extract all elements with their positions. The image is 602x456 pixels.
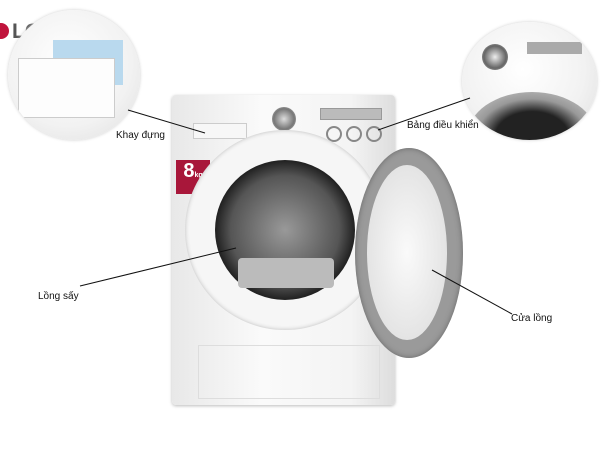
tray-closeup xyxy=(8,10,140,140)
label-control-panel: Bảng điều khiển xyxy=(407,120,479,131)
display-window xyxy=(320,108,382,120)
panel-button xyxy=(326,126,342,142)
lint-filter xyxy=(238,258,334,288)
logo-mark-icon xyxy=(0,23,9,39)
label-drum: Lồng sấy xyxy=(38,291,79,302)
panel-button xyxy=(346,126,362,142)
control-panel-closeup xyxy=(462,22,597,140)
leader-line-door xyxy=(431,269,513,315)
capacity-number: 8 xyxy=(183,160,195,182)
leader-line-tray xyxy=(127,109,206,134)
door-glass xyxy=(367,165,447,340)
closeup-display xyxy=(527,42,582,54)
detergent-tray xyxy=(193,123,247,139)
closeup-dial xyxy=(482,44,508,70)
leader-line-drum xyxy=(79,247,237,287)
label-door: Cửa lồng xyxy=(511,313,553,324)
bottom-panel xyxy=(198,345,380,399)
leader-line-control-panel xyxy=(377,97,471,131)
capacity-unit: kg xyxy=(194,172,203,179)
label-tray: Khay đựng xyxy=(116,130,165,141)
control-dial xyxy=(272,107,296,131)
panel-button xyxy=(366,126,382,142)
tray-drawer xyxy=(18,58,115,118)
